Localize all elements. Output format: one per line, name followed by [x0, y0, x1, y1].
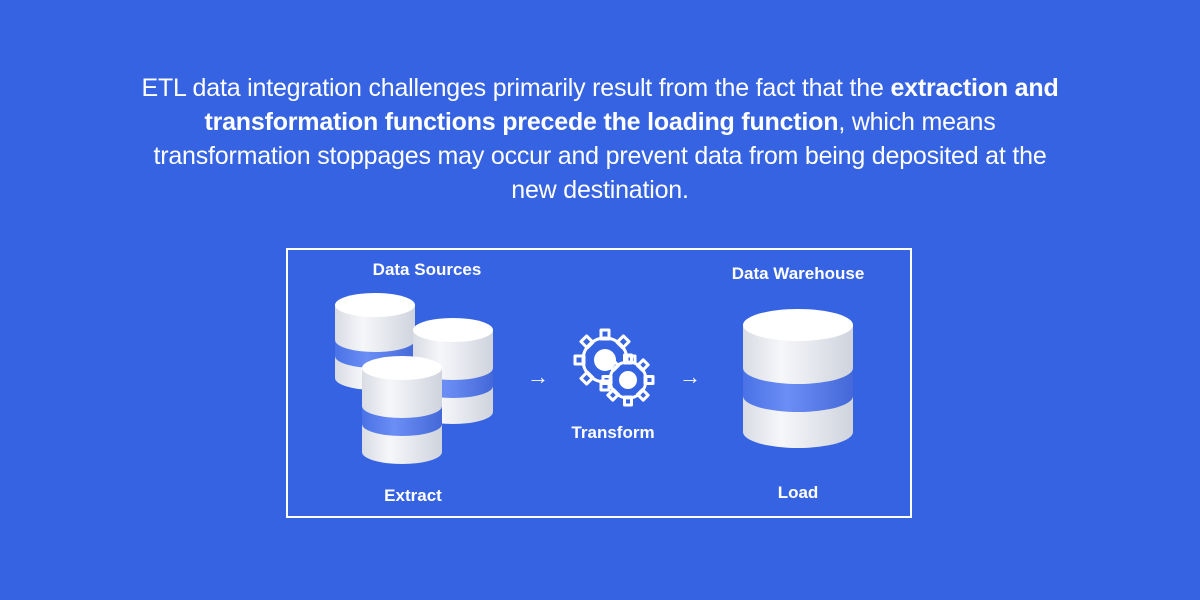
arrow-right-icon-extract: → — [527, 364, 549, 389]
etl-diagram-frame — [286, 248, 912, 518]
source-database-icon-3 — [362, 356, 442, 464]
gears-icon — [573, 328, 655, 407]
data-warehouse-label: Data Warehouse — [731, 264, 865, 283]
headline-text: ETL data integration challenges primaril… — [141, 74, 884, 102]
extract-label: Extract — [384, 486, 442, 505]
data-sources-label: Data Sources — [372, 260, 482, 279]
headline: ETL data integration challenges primaril… — [130, 71, 1070, 207]
headline-bold-text: extraction and transformation functions … — [204, 74, 1059, 136]
load-label: Load — [777, 483, 819, 502]
headline-text-continued: , which means transformation stoppages m… — [153, 108, 1047, 204]
arrow-right-icon-load: → — [679, 364, 701, 389]
transform-label: Transform — [571, 423, 655, 442]
warehouse-database-icon — [743, 309, 853, 448]
